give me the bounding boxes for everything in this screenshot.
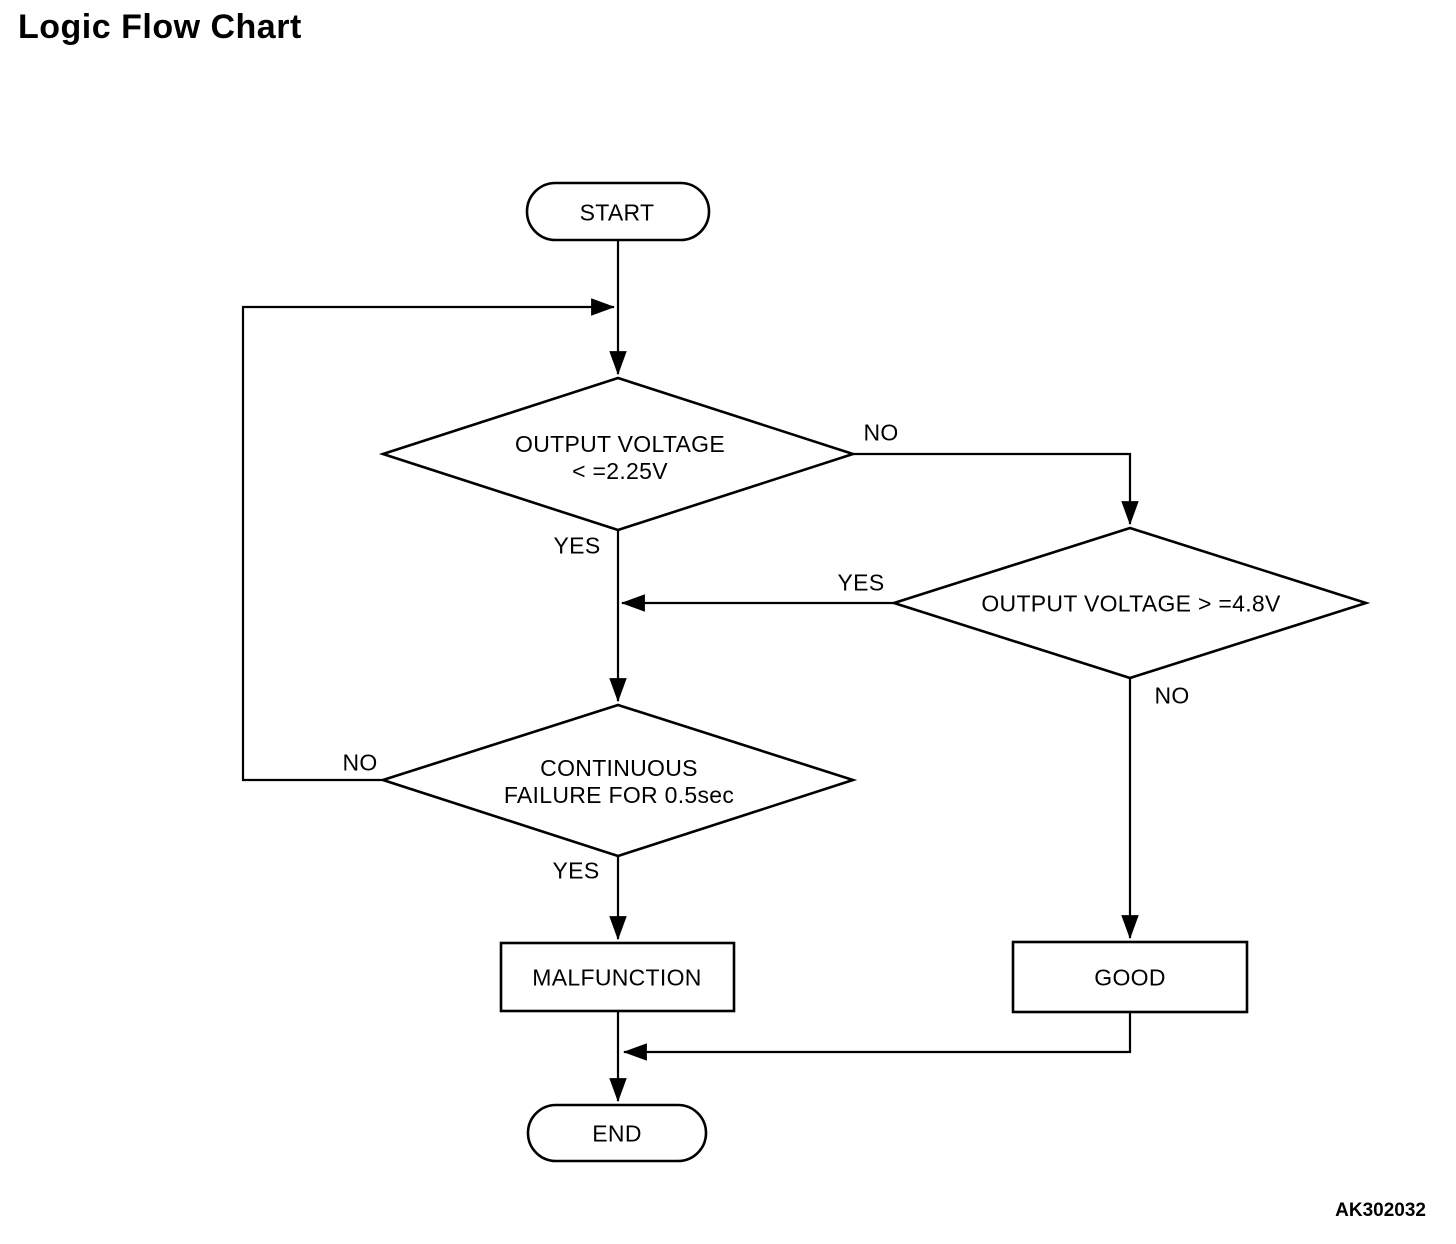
decision1-label-line2: < =2.25V (572, 458, 668, 484)
start-node-shape (525, 181, 711, 242)
decision3-no-label: NO (342, 749, 378, 776)
end-node-label: END (592, 1120, 642, 1147)
decision1-diamond-shape (378, 376, 858, 532)
malfunction-node-label: MALFUNCTION (532, 964, 702, 991)
decision3-label-line1: CONTINUOUS (540, 755, 698, 781)
figure-code: AK302032 (1335, 1200, 1426, 1221)
decision3-diamond-shape (378, 703, 858, 858)
decision1-yes-label: YES (553, 532, 601, 559)
decision2-diamond-shape (889, 526, 1371, 680)
good-node-label: GOOD (1094, 964, 1166, 991)
connector-good-to-end-merge (622, 1012, 1132, 1061)
decision2-yes-label: YES (837, 569, 885, 596)
malfunction-node-shape (499, 941, 736, 1013)
node-shapes (378, 181, 1371, 1163)
decision2-no-label: NO (1154, 682, 1190, 709)
decision3-label-line2: FAILURE FOR 0.5sec (503, 782, 735, 808)
connector-decision3-no-loopback (241, 298, 616, 782)
decision1-node-label: OUTPUT VOLTAGE < =2.25V (515, 431, 725, 485)
end-node-shape (526, 1103, 708, 1163)
connector-decision1-no-to-decision2 (853, 452, 1139, 526)
decision2-node-label: OUTPUT VOLTAGE > =4.8V (981, 590, 1281, 617)
connectors (241, 240, 1139, 1103)
page-title: Logic Flow Chart (18, 8, 302, 46)
decision1-label-line1: OUTPUT VOLTAGE (515, 431, 725, 457)
good-node-shape (1011, 940, 1249, 1014)
decision1-no-label: NO (863, 419, 899, 446)
decision3-yes-label: YES (552, 857, 600, 884)
start-node-label: START (579, 199, 655, 226)
decision3-node-label: CONTINUOUS FAILURE FOR 0.5sec (504, 755, 734, 809)
